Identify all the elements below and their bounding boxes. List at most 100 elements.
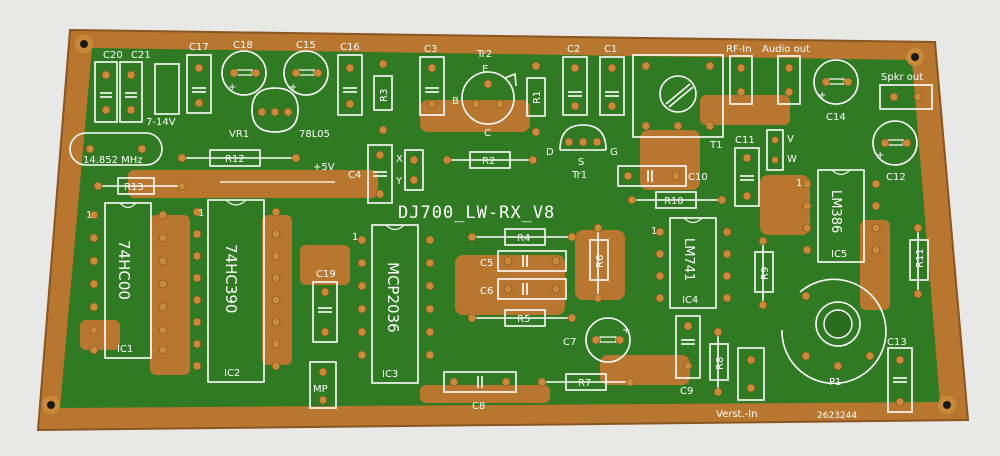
label-r2: R2 [482,156,495,167]
ic1-outline [89,202,168,359]
label-t1: T1 [709,140,722,151]
label-tr2: Tr2 [476,49,492,60]
label-c7: C7 [563,337,576,348]
label-ic4-part: LM741 [681,238,696,281]
r9-outline [754,251,774,293]
label-c16: C16 [340,42,360,53]
vr1-outline [251,87,299,133]
ic2-pin1-marker: 1 [198,208,204,219]
label-r10: R10 [664,196,684,207]
r5-outline [504,309,546,327]
c18-outline: + [221,50,267,96]
board-title: DJ700_LW-RX_V8 [398,203,555,223]
audio-out-connector [777,55,801,105]
label-vr1: VR1 [229,129,249,140]
label-w: W [787,154,797,165]
label-crystal: 14.852 MHz [83,155,143,166]
label-r5: R5 [517,314,530,325]
label-c15: C15 [296,40,316,51]
ic5-pin1-marker: 1 [796,178,802,189]
label-c19: C19 [316,269,336,280]
c6-outline [497,278,567,300]
label-r3: R3 [379,89,390,102]
r12-outline [209,149,261,167]
svg-text:+: + [818,90,826,101]
mp-outline [309,361,337,409]
c16-outline [337,54,363,116]
label-ic3: IC3 [382,369,398,380]
r7-outline [565,373,607,391]
label-c13: C13 [887,337,907,348]
c11-outline [734,147,760,207]
p1-outline [781,278,887,385]
label-ic4: IC4 [682,295,698,306]
ic4-outline [655,217,732,309]
t1-outline [632,54,724,138]
label-ic5-part: LM386 [828,190,843,233]
label-x: X [396,154,403,165]
mounting-holes [42,35,956,414]
ic3-pin1-marker: 1 [352,232,358,243]
verst-in-connector [737,347,765,401]
c3-outline [419,56,445,116]
ic1-pin1-marker: 1 [86,210,92,221]
c2-outline [562,56,588,116]
c17-outline [186,54,212,114]
label-b: B [452,96,459,107]
label-c4: C4 [348,170,361,181]
label-c12: C12 [886,172,906,183]
c7-outline: + [585,317,631,363]
c8-outline [443,371,517,393]
c5-outline [497,250,567,272]
svg-text:+: + [876,150,884,161]
label-c-pin: C [484,128,491,139]
r6-outline [589,239,609,281]
label-spkr-out: Spkr out [881,72,923,83]
label-y: Y [395,176,403,187]
svg-text:+: + [622,325,630,336]
c19-outline [312,281,338,343]
label-ic5: IC5 [831,249,847,260]
label-c21: C21 [131,50,151,61]
label-audio-out: Audio out [762,44,810,55]
label-c18: C18 [233,40,253,51]
c10-outline [617,165,687,187]
label-e: E [482,64,488,75]
label-ic1-part: 74HC00 [115,240,133,300]
label-c3: C3 [424,44,437,55]
c20-c21-outline [94,61,143,123]
c15-outline: + [283,50,329,96]
spkr-out-connector [879,84,933,110]
label-r1: R1 [532,91,543,104]
label-ic3-part: MCP2036 [384,262,402,333]
label-tr1: Tr1 [571,170,587,181]
label-c14: C14 [826,112,846,123]
ic2-outline [192,199,281,383]
r11-outline [909,239,929,281]
label-rf-in: RF-In [726,44,752,55]
label-r8: R8 [715,357,726,370]
vw-jumper [766,129,784,171]
label-p1: P1 [829,377,841,388]
label-c17: C17 [189,42,209,53]
label-s: S [578,157,584,168]
r8-outline [709,343,729,381]
c1-outline [599,56,625,116]
c4-outline [367,144,393,204]
xy-jumper [404,149,424,191]
label-ic2: IC2 [224,368,240,379]
label-ic1: IC1 [117,344,133,355]
r1-outline [526,77,546,117]
label-r13: R13 [124,182,144,193]
board-serial: 2623244 [817,411,857,421]
ic3-outline [357,224,435,384]
label-c8: C8 [472,401,485,412]
etched-gaps [80,95,890,403]
label-plus5v: +5V [313,162,335,173]
label-c1: C1 [604,44,617,55]
crystal-outline [69,132,163,166]
label-r12: R12 [225,154,245,165]
r4-outline [504,228,546,246]
c13-outline [887,347,913,413]
